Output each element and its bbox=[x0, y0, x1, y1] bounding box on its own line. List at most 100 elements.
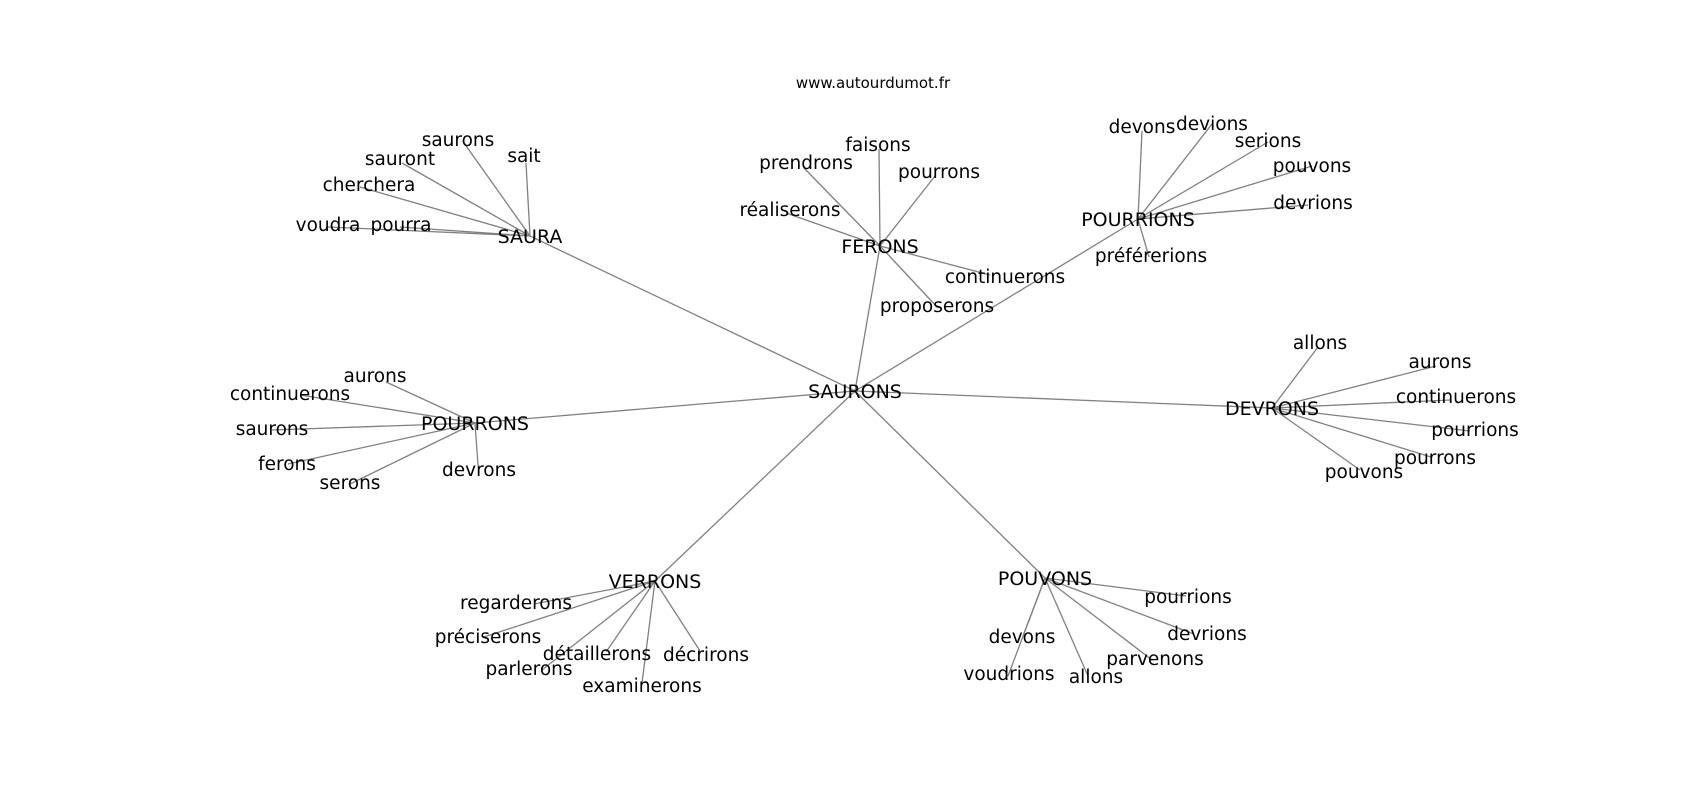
leaf-word-node: cherchera bbox=[323, 175, 416, 196]
leaf-edge bbox=[483, 580, 656, 638]
leaf-word-node: pourrions bbox=[1431, 420, 1519, 441]
leaf-edge bbox=[1137, 141, 1269, 220]
leaf-edge bbox=[1044, 577, 1153, 661]
leaf-edge bbox=[878, 148, 881, 247]
leaf-edge bbox=[879, 245, 991, 276]
center-edge bbox=[854, 218, 1139, 392]
leaf-word-node: proposerons bbox=[880, 296, 994, 317]
leaf-word-node: faisons bbox=[845, 135, 910, 156]
leaf-edge bbox=[1137, 123, 1213, 220]
leaf-word-node: pourra bbox=[370, 215, 431, 236]
leaf-word-node: continuerons bbox=[1396, 387, 1516, 408]
leaf-word-node: aurons bbox=[344, 366, 407, 387]
leaf-edge bbox=[1271, 407, 1471, 432]
center-edge bbox=[854, 390, 1046, 579]
hub-word-node: DEVRONS bbox=[1225, 398, 1319, 420]
leaf-edge bbox=[654, 580, 701, 652]
leaf-word-node: sait bbox=[507, 146, 540, 167]
leaf-word-node: regarderons bbox=[460, 593, 572, 614]
leaf-word-node: devrions bbox=[1167, 624, 1247, 645]
leaf-edge bbox=[399, 226, 531, 237]
leaf-edge bbox=[1044, 577, 1089, 677]
leaf-edge bbox=[785, 212, 881, 247]
leaf-word-node: voudra bbox=[296, 215, 361, 236]
leaf-edge bbox=[385, 381, 476, 424]
leaf-edge bbox=[1271, 346, 1319, 409]
leaf-edge bbox=[1271, 407, 1361, 471]
leaf-edge bbox=[541, 580, 656, 671]
leaf-edge bbox=[525, 162, 531, 237]
leaf-word-node: continuerons bbox=[945, 267, 1065, 288]
leaf-edge bbox=[803, 167, 881, 247]
hub-word-node: SAURA bbox=[498, 226, 563, 248]
leaf-word-node: parlerons bbox=[485, 659, 572, 680]
hub-word-node: FERONS bbox=[841, 236, 918, 258]
leaf-word-node: devons bbox=[989, 627, 1056, 648]
hub-word-node: POURRIONS bbox=[1081, 209, 1195, 231]
leaf-word-node: pouvons bbox=[1273, 156, 1351, 177]
leaf-word-node: allons bbox=[1293, 333, 1347, 354]
center-edge bbox=[854, 390, 1273, 409]
leaf-word-node: serions bbox=[1235, 131, 1301, 152]
leaf-word-node: aurons bbox=[1409, 352, 1472, 373]
leaf-edge bbox=[879, 175, 936, 247]
leaf-word-node: devions bbox=[1176, 114, 1248, 135]
leaf-edge bbox=[605, 580, 656, 653]
leaf-edge bbox=[287, 422, 476, 465]
leaf-edge bbox=[299, 394, 476, 424]
leaf-word-node: réaliserons bbox=[739, 200, 840, 221]
leaf-edge bbox=[463, 142, 531, 237]
center-edge bbox=[529, 235, 856, 392]
hub-word-node: POUVONS bbox=[998, 568, 1092, 590]
leaf-word-node: examinerons bbox=[582, 676, 702, 697]
leaf-edge bbox=[1271, 365, 1437, 409]
center-word-node: SAURONS bbox=[808, 381, 902, 403]
leaf-word-node: devrons bbox=[442, 460, 516, 481]
leaf-edge bbox=[1044, 577, 1187, 597]
leaf-word-node: pouvons bbox=[1325, 462, 1403, 483]
leaf-edge bbox=[1271, 399, 1451, 409]
leaf-edge bbox=[1007, 577, 1046, 677]
leaf-word-node: pourrons bbox=[1394, 448, 1476, 469]
leaf-word-node: continuerons bbox=[230, 384, 350, 405]
leaf-edge bbox=[1044, 577, 1195, 635]
leaf-word-node: sauront bbox=[365, 149, 435, 170]
leaf-word-node: pourrions bbox=[1144, 587, 1232, 608]
leaf-edge bbox=[1137, 204, 1309, 220]
leaf-word-node: saurons bbox=[236, 419, 309, 440]
leaf-word-node: détaillerons bbox=[543, 644, 651, 665]
leaf-word-node: préférerions bbox=[1095, 246, 1207, 267]
leaf-edge bbox=[474, 422, 479, 466]
leaf-edge bbox=[1271, 407, 1432, 458]
leaf-word-node: prendrons bbox=[759, 153, 853, 174]
leaf-word-node: décrirons bbox=[663, 645, 749, 666]
leaf-word-node: devons bbox=[1109, 117, 1176, 138]
leaf-edge bbox=[271, 422, 476, 431]
center-edge bbox=[854, 245, 881, 392]
leaf-word-node: voudrions bbox=[963, 664, 1054, 685]
hub-word-node: VERRONS bbox=[609, 571, 702, 593]
leaf-word-node: allons bbox=[1069, 667, 1123, 688]
leaf-word-node: devrions bbox=[1273, 193, 1353, 214]
hub-word-node: POURRONS bbox=[421, 413, 529, 435]
graph-edges bbox=[271, 123, 1471, 684]
leaf-edge bbox=[327, 226, 531, 237]
leaf-word-node: saurons bbox=[422, 130, 495, 151]
leaf-edge bbox=[1137, 165, 1313, 220]
leaf-edge bbox=[401, 162, 531, 237]
leaf-edge bbox=[349, 422, 476, 485]
leaf-edge bbox=[533, 580, 656, 605]
leaf-word-node: préciserons bbox=[435, 627, 542, 648]
leaf-edge bbox=[359, 186, 531, 237]
leaf-edge bbox=[879, 245, 939, 309]
leaf-edge bbox=[1137, 218, 1150, 258]
center-edge bbox=[654, 390, 856, 582]
leaf-word-node: parvenons bbox=[1106, 649, 1203, 670]
leaf-word-node: pourrons bbox=[898, 162, 980, 183]
leaf-edge bbox=[1137, 130, 1143, 220]
leaf-edge bbox=[641, 580, 656, 684]
leaf-word-node: ferons bbox=[258, 454, 316, 475]
leaf-word-node: serons bbox=[320, 473, 381, 494]
graph-labels: saurons sait sauront cherchera voudra pourraS… bbox=[230, 114, 1519, 697]
